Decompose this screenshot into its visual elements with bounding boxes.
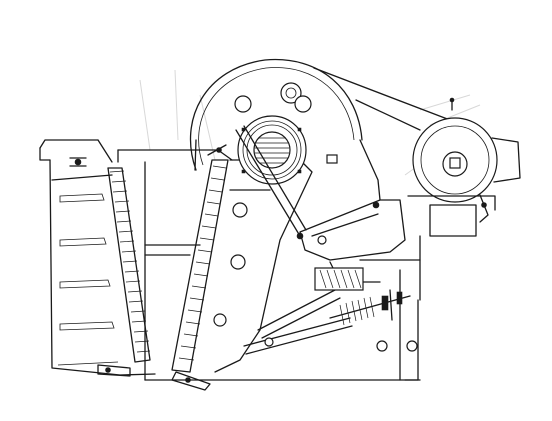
fixed-jaw-plate — [109, 170, 151, 353]
swing-jaw-plate — [178, 165, 227, 361]
flywheel — [189, 58, 363, 171]
fixed-jaw-assembly — [39, 139, 156, 377]
drive-belt — [313, 67, 451, 131]
tension-rod-spring — [314, 267, 411, 326]
toggle-plate — [235, 125, 353, 355]
motor-base — [407, 194, 496, 261]
motor — [412, 97, 521, 203]
swing-jaw-assembly — [171, 144, 313, 391]
